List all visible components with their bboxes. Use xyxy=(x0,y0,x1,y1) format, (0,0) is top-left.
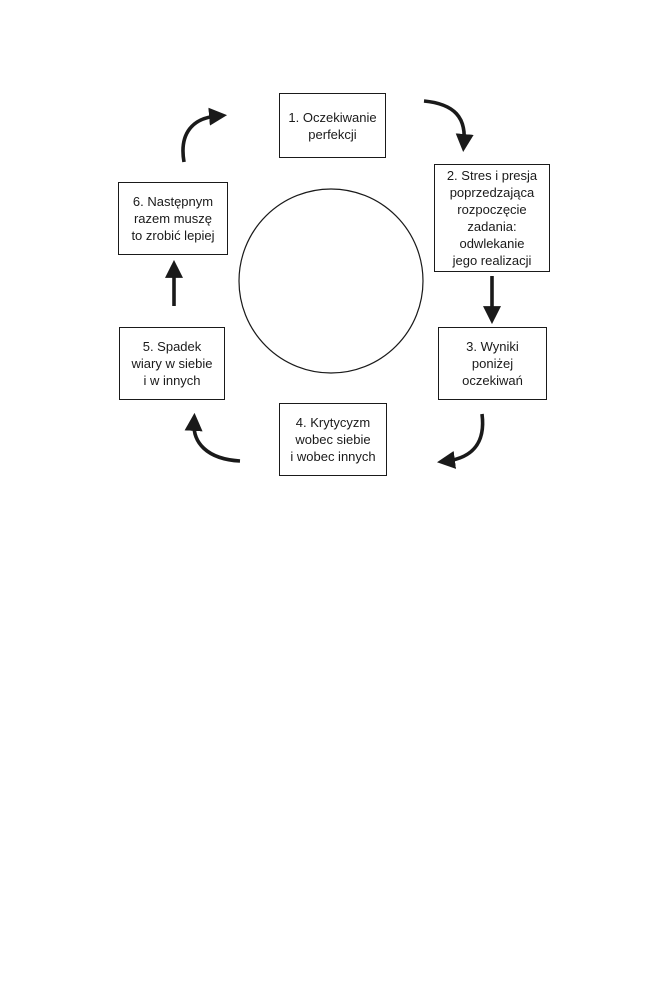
step-2-box: 2. Stres i presja poprzedzająca rozpoczę… xyxy=(434,164,550,272)
step-1-box: 1. Oczekiwanie perfekcji xyxy=(279,93,386,158)
step-6-box: 6. Następnym razem muszę to zrobić lepie… xyxy=(118,182,228,255)
step-4-box: 4. Krytycyzm wobec siebie i wobec innych xyxy=(279,403,387,476)
step-3-box: 3. Wyniki poniżej oczekiwań xyxy=(438,327,547,400)
arrow-3-to-4 xyxy=(437,413,485,469)
arrow-1-to-2 xyxy=(423,99,474,153)
step-5-box: 5. Spadek wiary w siebie i w innych xyxy=(119,327,225,400)
center-circle xyxy=(238,188,424,374)
arrow-6-to-1 xyxy=(181,107,228,163)
arrow-4-to-5 xyxy=(184,412,241,463)
